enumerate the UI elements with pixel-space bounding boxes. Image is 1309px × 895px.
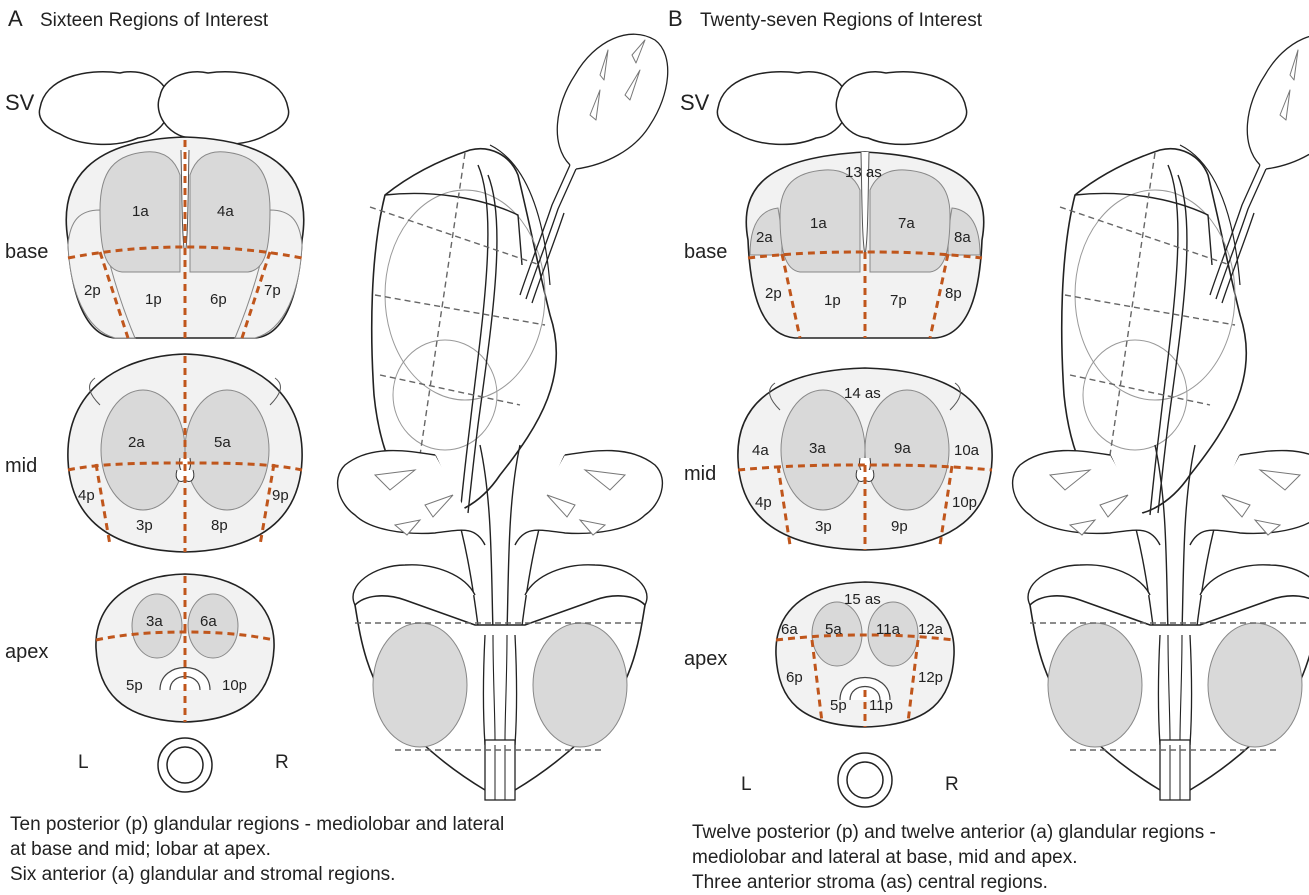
urethra-ring xyxy=(838,753,892,807)
caption-line: Twelve posterior (p) and twelve anterior… xyxy=(692,820,1216,845)
region-label: 4a xyxy=(217,203,234,220)
region-label: 3a xyxy=(809,440,826,457)
region-label: 11p xyxy=(869,697,893,714)
region-label: 15 as xyxy=(844,591,881,608)
region-label: 10a xyxy=(954,442,980,459)
apex-label: apex xyxy=(684,648,727,670)
region-label: 10p xyxy=(222,677,247,694)
panel-a-letter: A xyxy=(8,6,23,31)
right-label: R xyxy=(275,752,289,773)
region-label: 9p xyxy=(272,487,289,504)
region-label: 12p xyxy=(918,669,943,686)
region-label: 1a xyxy=(132,203,149,220)
region-label: 13 as xyxy=(845,164,882,181)
panel-b-title: Twenty-seven Regions of Interest xyxy=(700,10,983,31)
region-label: 11a xyxy=(876,621,901,638)
urethra-ring xyxy=(158,738,212,792)
region-label: 14 as xyxy=(844,385,881,402)
caption-line: mediolobar and lateral at base, mid and … xyxy=(692,845,1216,870)
mid-section: 2a 5a 4p 3p 8p 9p xyxy=(68,354,302,552)
seminal-vesicles xyxy=(39,72,288,145)
region-label: 9a xyxy=(894,440,911,457)
base-section: 13 as 1a 7a 2a 8a 2p 1p 7p 8p xyxy=(746,152,984,338)
panel-b-letter: B xyxy=(668,6,683,31)
region-label: 8p xyxy=(211,517,228,534)
apex-section: 3a 6a 5p 10p xyxy=(96,574,274,722)
seminal-vesicles xyxy=(717,72,966,145)
region-label: 7a xyxy=(898,215,915,232)
panel-a: A Sixteen Regions of Interest SV 1a 4a 2… xyxy=(5,6,668,800)
mid-label: mid xyxy=(684,463,716,485)
region-label: 5a xyxy=(825,621,842,638)
left-label: L xyxy=(78,752,89,773)
region-label: 5p xyxy=(126,677,143,694)
region-label: 12a xyxy=(918,621,944,638)
region-label: 2p xyxy=(84,282,101,299)
caption-line: Six anterior (a) glandular and stromal r… xyxy=(10,862,504,887)
panel-b: B Twenty-seven Regions of Interest SV 13… xyxy=(668,6,1309,807)
region-label: 6a xyxy=(200,613,217,630)
caption-line: Three anterior stroma (as) central regio… xyxy=(692,870,1216,895)
region-label: 9p xyxy=(891,518,908,535)
sv-label: SV xyxy=(680,90,710,115)
mid-section: 14 as 3a 9a 4a 10a 4p 3p 9p 10p xyxy=(738,368,992,550)
apex-section: 15 as 5a 11a 6a 12a 6p 5p 11p 12p xyxy=(776,582,954,727)
apex-label: apex xyxy=(5,641,48,663)
sagittal-view xyxy=(1060,34,1309,515)
region-label: 1a xyxy=(810,215,827,232)
region-label: 2p xyxy=(765,285,782,302)
caption-line: Ten posterior (p) glandular regions - me… xyxy=(10,812,504,837)
caption-line: at base and mid; lobar at apex. xyxy=(10,837,504,862)
region-label: 3a xyxy=(146,613,163,630)
region-label: 3p xyxy=(815,518,832,535)
sv-label: SV xyxy=(5,90,35,115)
region-label: 10p xyxy=(952,494,977,511)
region-label: 8p xyxy=(945,285,962,302)
region-label: 6p xyxy=(786,669,803,686)
base-label: base xyxy=(5,241,48,263)
coronal-view xyxy=(338,445,663,800)
region-label: 8a xyxy=(954,229,971,246)
region-label: 6p xyxy=(210,291,227,308)
panel-b-caption: Twelve posterior (p) and twelve anterior… xyxy=(692,820,1216,895)
mid-label: mid xyxy=(5,455,37,477)
right-label: R xyxy=(945,774,959,795)
region-label: 2a xyxy=(128,434,145,451)
sagittal-view xyxy=(370,34,668,515)
region-label: 1p xyxy=(824,292,841,309)
region-label: 7p xyxy=(890,292,907,309)
region-label: 3p xyxy=(136,517,153,534)
region-label: 5a xyxy=(214,434,231,451)
base-label: base xyxy=(684,241,727,263)
region-label: 4a xyxy=(752,442,769,459)
panel-a-caption: Ten posterior (p) glandular regions - me… xyxy=(10,812,504,887)
region-label: 4p xyxy=(78,487,95,504)
region-label: 2a xyxy=(756,229,773,246)
base-section: 1a 4a 2p 1p 6p 7p xyxy=(66,137,304,338)
region-label: 5p xyxy=(830,697,847,714)
region-label: 1p xyxy=(145,291,162,308)
region-label: 4p xyxy=(755,494,772,511)
left-label: L xyxy=(741,774,752,795)
region-label: 6a xyxy=(781,621,798,638)
region-label: 7p xyxy=(264,282,281,299)
panel-a-title: Sixteen Regions of Interest xyxy=(40,10,269,31)
